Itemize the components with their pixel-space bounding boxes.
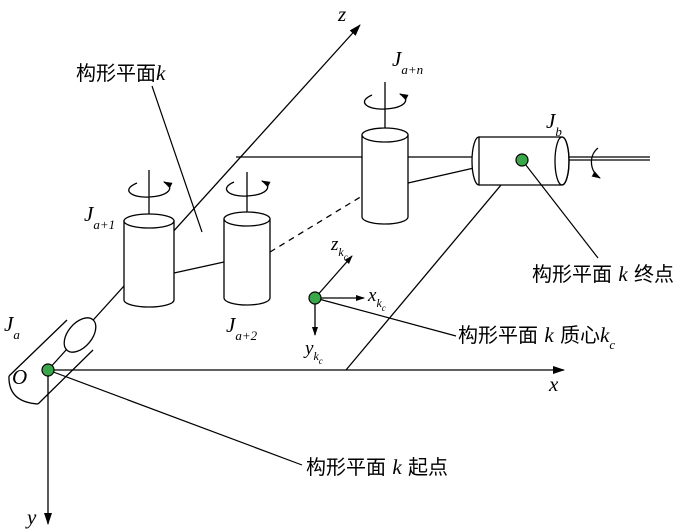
plane-right-edge — [345, 159, 523, 371]
x-axis-label: x — [548, 372, 559, 396]
local-z-axis — [314, 255, 353, 299]
joint-a2-cylinder — [223, 172, 271, 306]
start-point-label: 构形平面 k 起点 — [306, 455, 448, 479]
joint-a1-label: Ja+1 — [84, 202, 115, 232]
origin-label: O — [12, 365, 27, 389]
start-point-node — [41, 363, 55, 377]
z-axis-label: z — [337, 2, 346, 26]
link-a1-a2 — [173, 261, 225, 274]
joint-b-label: Jb — [546, 109, 562, 139]
joint-b-cylinder — [471, 136, 650, 186]
end-point-node — [515, 153, 529, 167]
joint-a1-cylinder — [123, 170, 175, 308]
local-x-label: xkc — [367, 285, 386, 313]
centroid-label: 构形平面 k 质心kc — [458, 323, 615, 352]
joint-a-label: Ja — [4, 312, 20, 342]
local-y-label: ykc — [303, 338, 323, 366]
centroid-node — [308, 291, 322, 305]
joint-a2-label: Ja+2 — [226, 313, 258, 343]
leader-start-point — [47, 369, 303, 466]
leader-plane — [151, 85, 203, 233]
local-z-label: zkc — [330, 234, 348, 262]
leader-centroid — [314, 297, 457, 337]
plane-label: 构形平面k — [76, 61, 166, 85]
joint-an-label: Ja+n — [392, 47, 423, 77]
end-point-label: 构形平面 k 终点 — [532, 262, 674, 286]
link-an-b — [407, 167, 475, 184]
link-a2-an-dashed — [269, 195, 363, 253]
joint-an-cylinder — [361, 82, 409, 225]
joint-a-cylinder — [8, 317, 97, 405]
leader-end-point — [521, 159, 599, 259]
y-axis-label: y — [25, 505, 37, 529]
z-axis-line — [47, 24, 361, 371]
